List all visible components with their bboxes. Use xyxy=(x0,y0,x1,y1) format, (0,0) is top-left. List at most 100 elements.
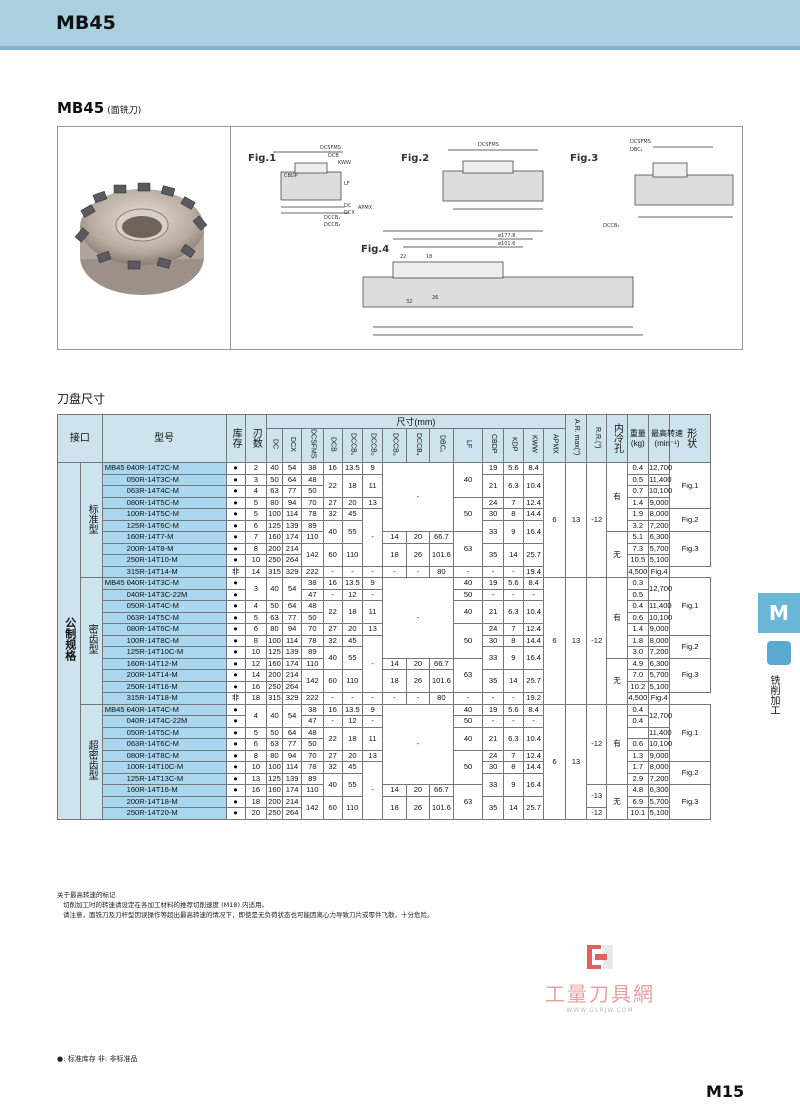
side-tab-label: 铣削加工 xyxy=(768,675,779,715)
th-apmx: APMX xyxy=(543,428,566,463)
th-dbc1: DBC₁ xyxy=(429,428,454,463)
page-number: M15 xyxy=(706,1082,745,1101)
dim-label-apmx: APMX xyxy=(358,205,373,211)
dim-label-18: 18 xyxy=(426,254,433,260)
th-dcx: DCX xyxy=(282,428,303,463)
th-cbdp: CBDP xyxy=(482,428,504,463)
watermark-text: 工量刀具網 xyxy=(545,982,655,1006)
technical-drawings xyxy=(273,146,734,336)
spec-table: 接口 型号 库存 刃数 尺寸(mm) A.R. max(°) R.R.(°) 内… xyxy=(56,414,743,820)
dim-label-dcx: DCX xyxy=(344,210,355,216)
dim-label-dccb2: DCCB₂ xyxy=(324,222,341,228)
table-row: 040R-14T4C-22M ● 47 - 12 - 50 - - - 0.4 xyxy=(58,715,743,728)
th-dc: DC xyxy=(266,428,284,463)
note-line-2: 请注意，面铣刀及刀杆型因误操作等超出最高转速的情况下，即使是无负荷状态也可能因离… xyxy=(63,911,434,919)
th-kdp: KDP xyxy=(502,428,525,463)
dim-label-22: 22 xyxy=(400,254,407,260)
group-extra-fine: 超密齿型 xyxy=(80,703,103,820)
side-tab[interactable]: M 铣削加工 xyxy=(758,593,800,743)
watermark-url: WWW.GLRJW.COM xyxy=(566,1007,634,1014)
group-standard: 标准型 xyxy=(80,462,103,578)
th-kww: KWW xyxy=(522,428,545,463)
dim-label-dcsfms: DCSFMS xyxy=(320,145,341,151)
th-dcb: DCB xyxy=(322,428,343,463)
page-header-title: MB45 xyxy=(56,12,116,34)
dim-label-d1016: ø101.6 xyxy=(498,241,516,247)
th-dims: 尺寸(mm) xyxy=(266,414,566,429)
fig-label-2: Fig.2 xyxy=(401,153,430,164)
footnotes: 关于最高转速的标记 切削加工时的转速请设定在各加工材料的推荐切削速度 (M18)… xyxy=(57,890,434,920)
note-heading: 关于最高转速的标记 xyxy=(57,891,116,899)
fig-label-4: Fig.4 xyxy=(361,244,390,255)
side-tab-letter: M xyxy=(758,593,800,633)
watermark: 工量刀具網 WWW.GLRJW.COM xyxy=(540,942,660,1014)
th-dccb4: DCCB₄ xyxy=(405,428,431,463)
dim-label-dcsfms-3: DCSFMS xyxy=(630,139,651,145)
figure-box: Fig.1 Fig.2 Fig.3 Fig.4 xyxy=(57,126,743,350)
group-fine: 密齿型 xyxy=(80,577,103,705)
th-coolant: 内冷孔 xyxy=(606,414,628,463)
dim-label-dccb1: DCCB₁ xyxy=(324,215,341,221)
section-title: MB45(面铣刀) xyxy=(57,99,141,117)
th-lf: LF xyxy=(452,428,484,463)
th-weight: 重量 (kg) xyxy=(626,414,649,463)
th-dcsfms: DCSFMS xyxy=(301,428,324,463)
dim-label-d1778: ø177.8 xyxy=(498,233,516,239)
dim-label-dc: DC xyxy=(344,203,352,209)
table-section-title: 刀盘尺寸 xyxy=(57,392,106,406)
th-teeth: 刃数 xyxy=(244,414,268,463)
interface-cell: 公制规格 xyxy=(56,462,82,820)
th-model: 型号 xyxy=(101,414,227,463)
th-dccb3: DCCB₃ xyxy=(382,428,407,463)
dim-label-cbdp: CBDP xyxy=(284,173,298,179)
dim-label-dcsfms-2: DCSFMS xyxy=(478,142,499,148)
th-dccb2: DCCB₂ xyxy=(361,428,384,463)
dim-label-dcb: DCB xyxy=(328,153,339,159)
th-interface: 接口 xyxy=(57,414,103,463)
th-dccb1: DCCB₁ xyxy=(341,428,363,463)
dim-label-32: 32 xyxy=(406,299,413,305)
section-subtitle: (面铣刀) xyxy=(107,106,142,116)
dim-label-26: 26 xyxy=(432,295,439,301)
table-row: 公制规格 标准型 MB45 - 040R-14T2C-M ● 2 40 54 3… xyxy=(56,462,743,820)
table-row: 超密齿型 MB45 - 040R-14T4C-M ● 4 40 54 38 16… xyxy=(58,703,743,820)
model-prefix: MB45 - xyxy=(101,462,129,475)
section-title-text: MB45 xyxy=(57,99,105,117)
page-header-bar: MB45 xyxy=(0,0,800,50)
note-line-1: 切削加工时的转速请设定在各加工材料的推荐切削速度 (M18) 内适用。 xyxy=(63,901,269,909)
product-photo xyxy=(58,127,231,349)
fig-label-3: Fig.3 xyxy=(570,153,599,164)
dim-label-lf: LF xyxy=(344,181,350,187)
milling-cutter-image xyxy=(74,182,208,295)
table-row: 密齿型 MB45 - 040R-14T3C-M ● 3 40 54 38 16 … xyxy=(58,577,743,705)
th-rr: R.R.(°) xyxy=(586,414,608,463)
fig-label-1: Fig.1 xyxy=(248,153,277,164)
dim-label-kww: KWW xyxy=(338,160,351,166)
th-stock: 库存 xyxy=(225,414,246,463)
th-speed: 最高转速 (min⁻¹) xyxy=(647,414,683,463)
th-ar: A.R. max(°) xyxy=(564,414,588,463)
